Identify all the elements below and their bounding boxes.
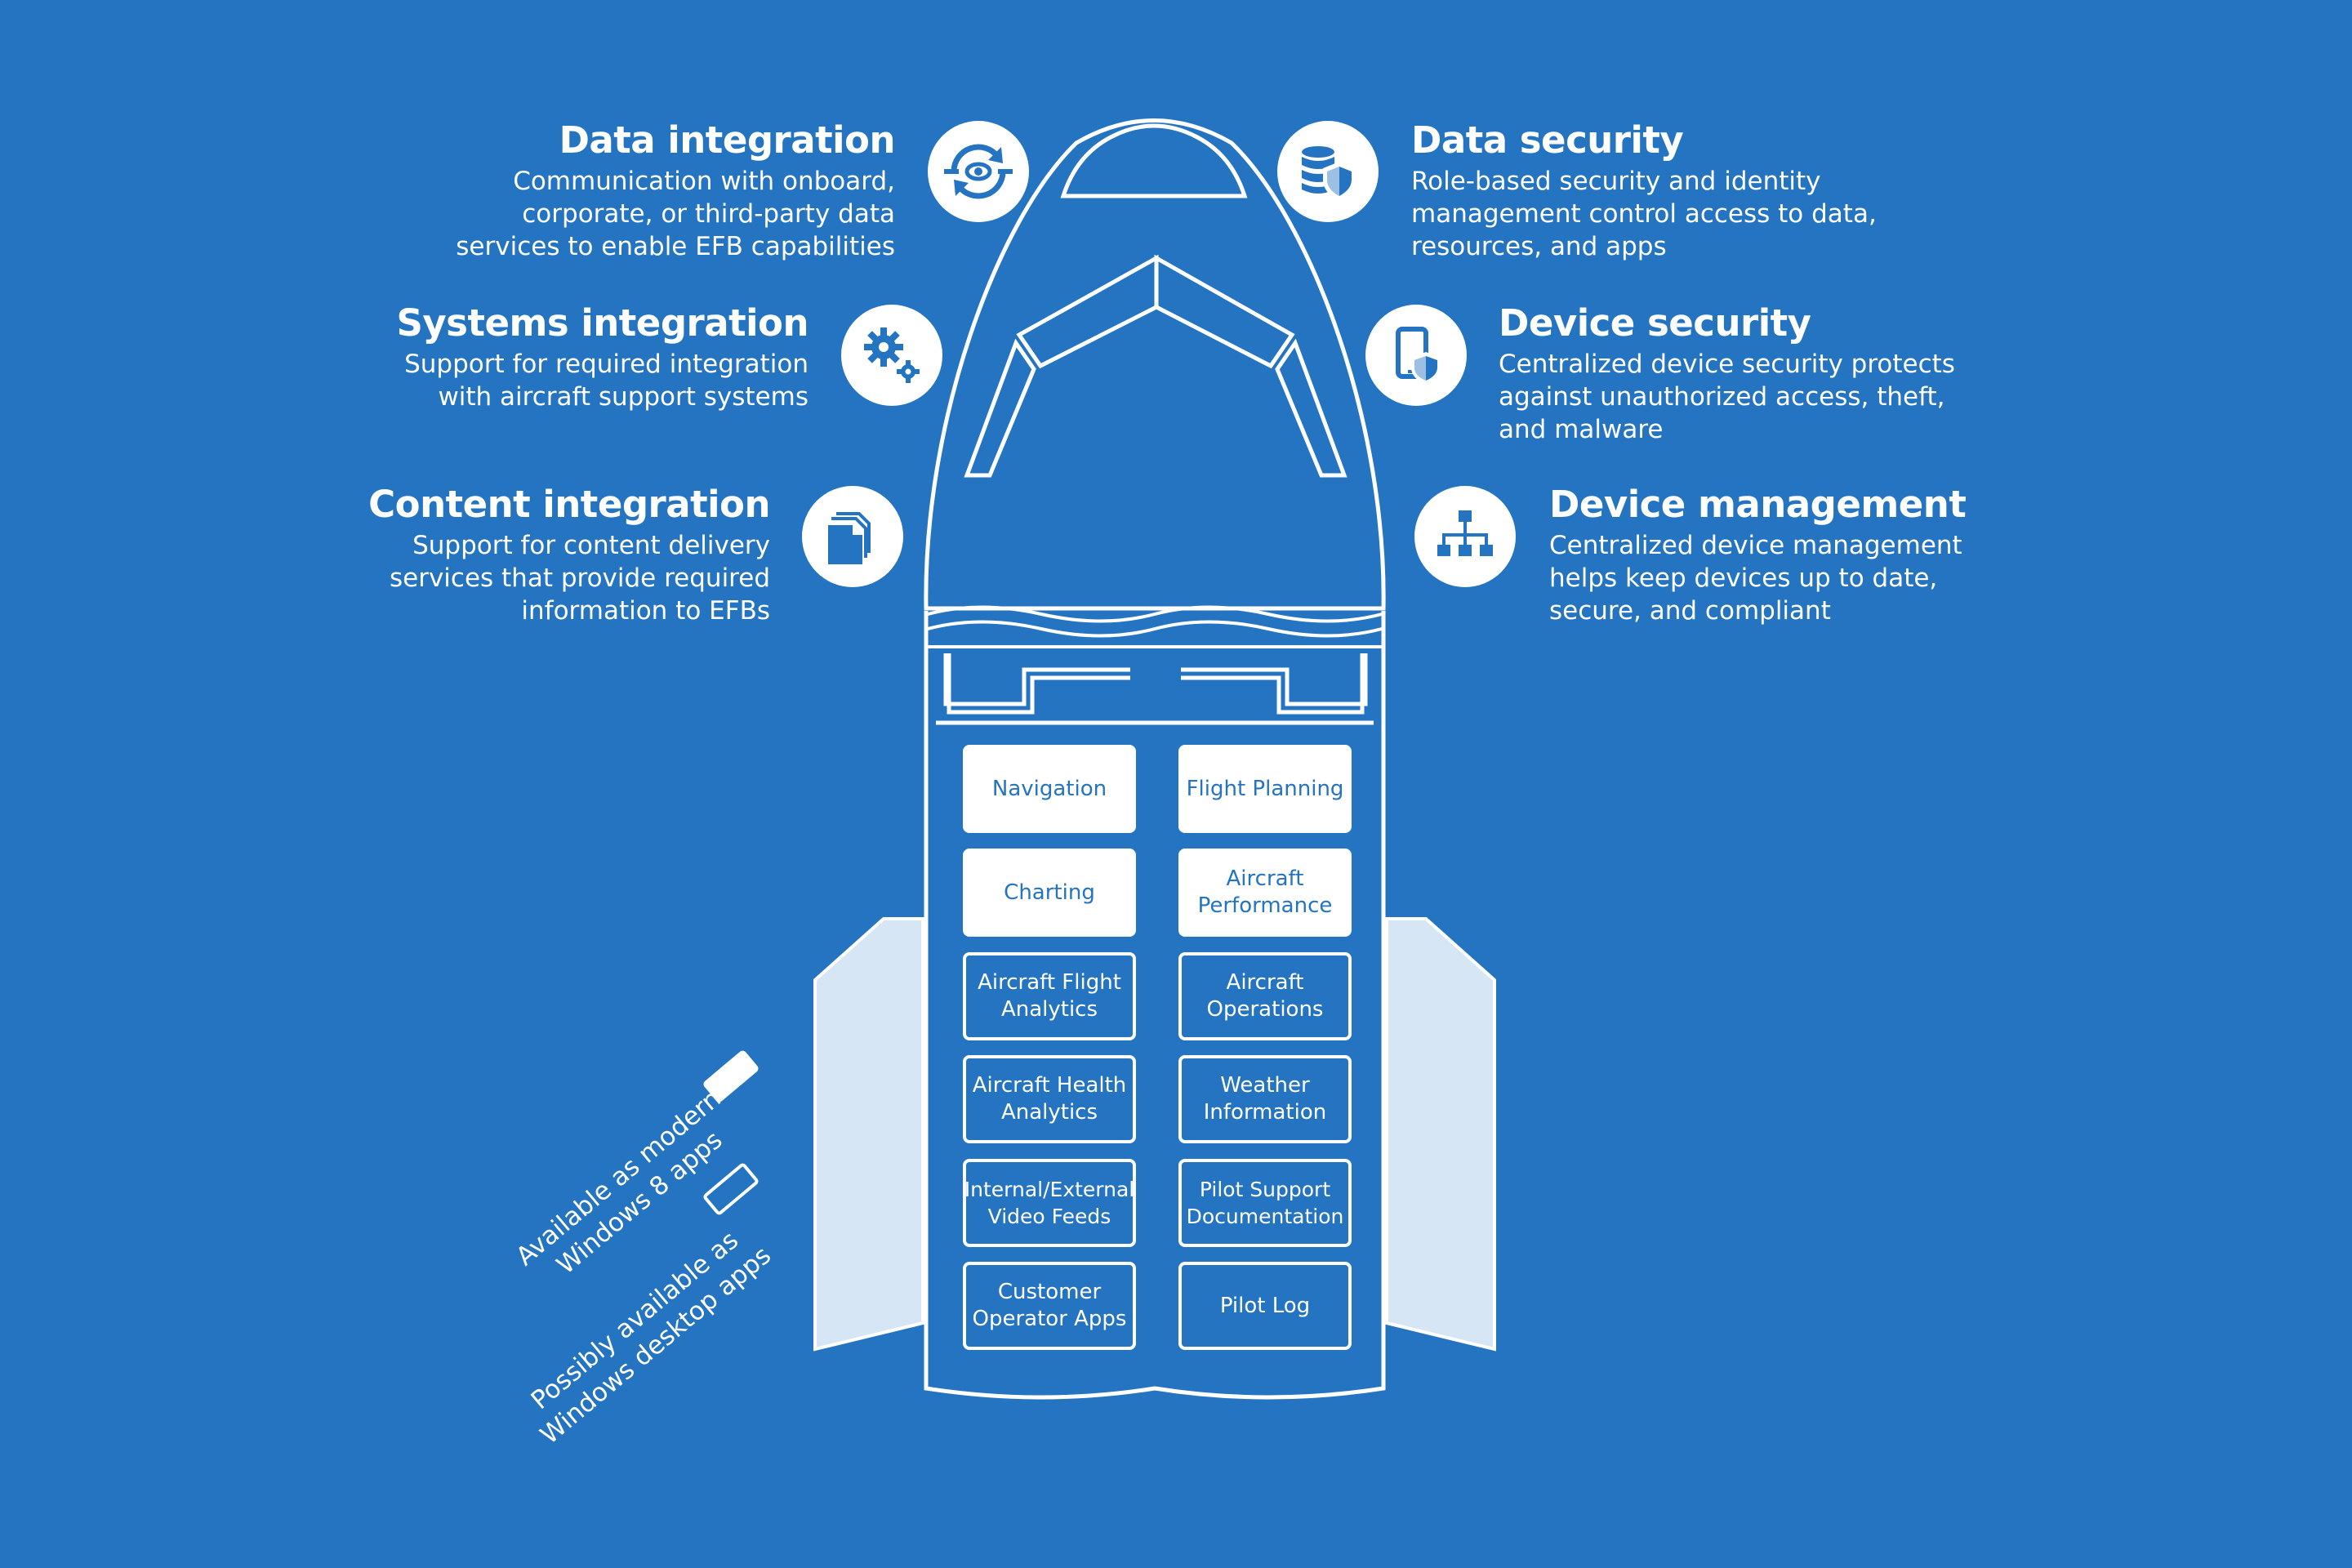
app-charting: Charting xyxy=(963,849,1136,937)
content-integration-badge xyxy=(802,486,903,587)
feature-title: Content integration xyxy=(368,483,770,526)
wave-line-1 xyxy=(927,605,1383,623)
galley-separator xyxy=(936,653,1374,725)
wave-line-2 xyxy=(927,620,1383,638)
nose-tip xyxy=(1060,123,1248,198)
cockpit-windows xyxy=(964,254,1348,478)
nose-cone xyxy=(924,118,1386,611)
feature-content-integration: Content integration Support for content … xyxy=(368,482,770,627)
feature-systems-integration: Systems integration Support for required… xyxy=(396,301,808,413)
app-flight-planning: Flight Planning xyxy=(1178,745,1352,833)
app-pilot-log: Pilot Log xyxy=(1178,1262,1352,1350)
feature-desc: Centralized device management helps keep… xyxy=(1549,531,1962,626)
feature-title: Data security xyxy=(1411,118,1684,162)
left-wing xyxy=(813,917,924,1352)
sync-eye-icon xyxy=(944,144,1013,199)
feature-data-integration: Data integration Communication with onbo… xyxy=(456,118,895,263)
app-navigation: Navigation xyxy=(963,745,1136,833)
app-customer-operator-apps: Customer Operator Apps xyxy=(963,1262,1136,1350)
gears-icon xyxy=(864,327,920,383)
feature-title: Device security xyxy=(1499,301,1811,345)
feature-desc: Communication with onboard, corporate, o… xyxy=(456,167,895,261)
app-aircraft-flight-analytics: Aircraft Flight Analytics xyxy=(963,952,1136,1040)
app-pilot-support-documentation: Pilot Support Documentation xyxy=(1178,1159,1352,1247)
feature-title: Data integration xyxy=(559,118,896,162)
right-wing xyxy=(1385,917,1496,1352)
feature-title: Device management xyxy=(1549,483,1967,526)
feature-desc: Support for required integration with ai… xyxy=(404,350,808,412)
feature-title: Systems integration xyxy=(396,301,808,345)
data-integration-badge xyxy=(928,121,1029,222)
app-aircraft-operations: Aircraft Operations xyxy=(1178,952,1352,1040)
device-management-badge xyxy=(1414,486,1516,587)
feature-desc: Role-based security and identity managem… xyxy=(1411,167,1877,261)
feature-desc: Support for content delivery services th… xyxy=(389,531,770,626)
app-weather-information: Weather Information xyxy=(1178,1055,1352,1143)
documents-icon xyxy=(828,512,871,564)
app-video-feeds: Internal/External Video Feeds xyxy=(963,1159,1136,1247)
feature-device-security: Device security Centralized device secur… xyxy=(1499,301,1955,446)
app-aircraft-health-analytics: Aircraft Health Analytics xyxy=(963,1055,1136,1143)
systems-integration-badge xyxy=(841,305,942,406)
database-shield-icon xyxy=(1302,146,1356,201)
feature-desc: Centralized device security protects aga… xyxy=(1499,350,1955,444)
data-security-badge xyxy=(1277,121,1379,222)
app-aircraft-performance: Aircraft Performance xyxy=(1178,849,1352,937)
hierarchy-icon xyxy=(1437,510,1493,556)
feature-data-security: Data security Role-based security and id… xyxy=(1411,118,1877,263)
tablet-shield-icon xyxy=(1396,327,1441,385)
device-security-badge xyxy=(1365,305,1467,406)
feature-device-management: Device management Centralized device man… xyxy=(1549,482,1967,627)
